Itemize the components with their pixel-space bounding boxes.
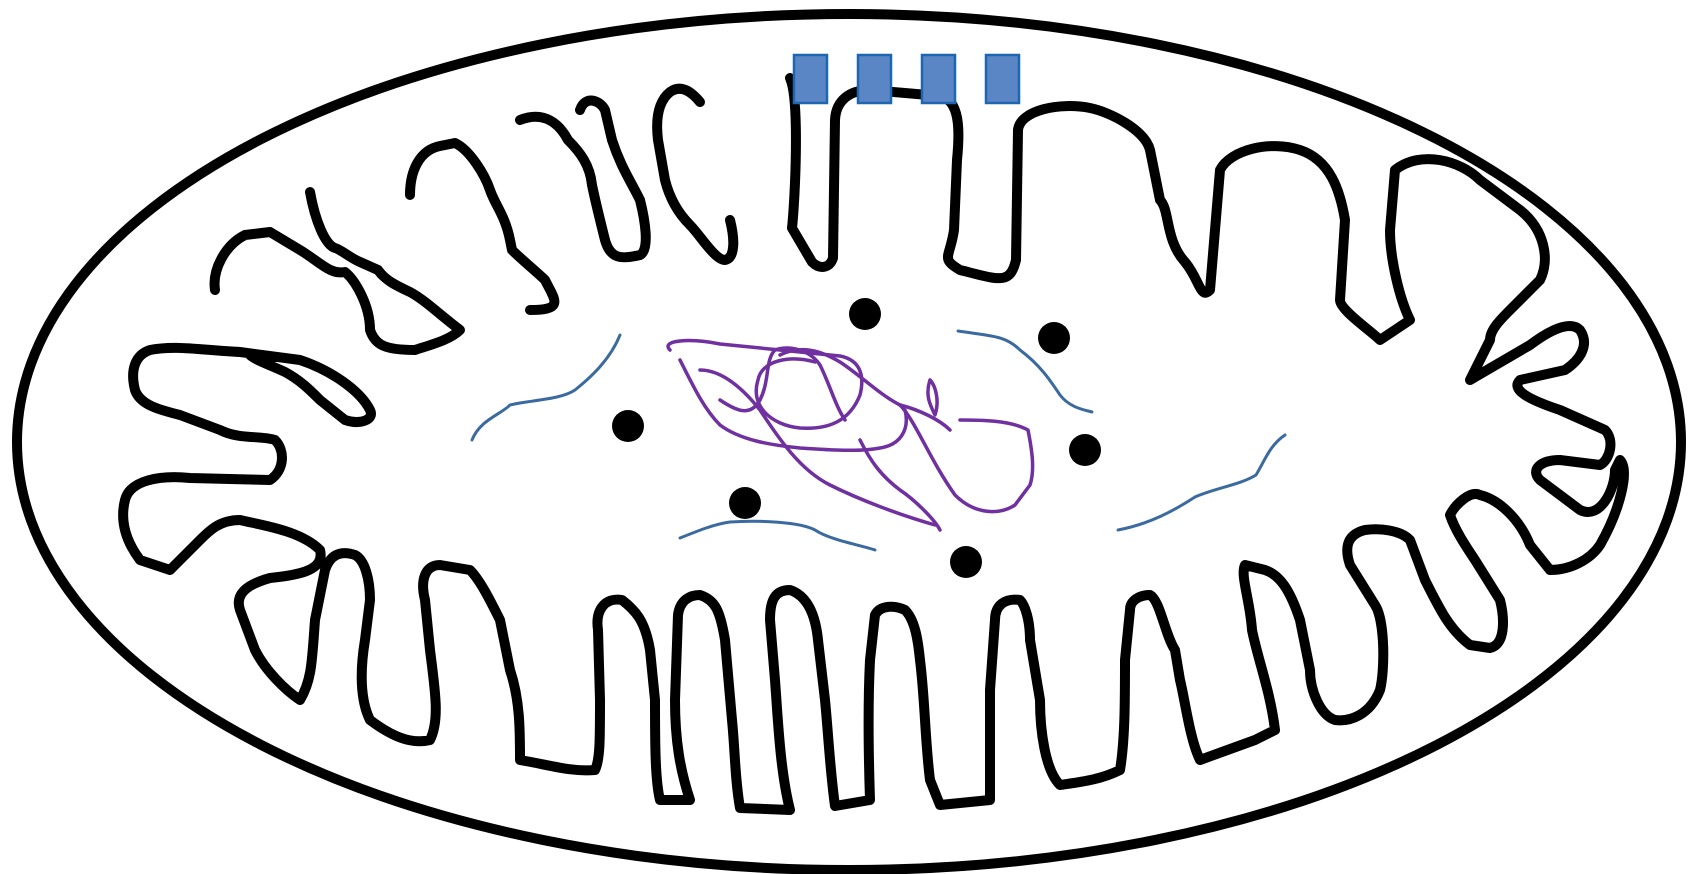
dot: [950, 546, 982, 578]
marker: [858, 55, 891, 103]
villus-upper-3: [520, 101, 646, 258]
dot: [849, 298, 881, 330]
villus-upper-4: [657, 89, 733, 260]
tangle-loop: [928, 380, 937, 415]
purple-tangle: [668, 341, 1033, 530]
tangle-loop: [780, 350, 950, 430]
villus-upper-1: [215, 192, 460, 350]
dot: [612, 410, 644, 442]
dot: [729, 487, 761, 519]
inner-folded-membrane: [123, 78, 1624, 810]
marker: [986, 55, 1019, 103]
strand: [1118, 435, 1285, 530]
marker: [794, 55, 827, 103]
strand: [472, 335, 620, 440]
villus-upper-2: [410, 143, 554, 310]
dot: [1069, 434, 1101, 466]
strand: [958, 331, 1092, 412]
strand: [680, 521, 875, 550]
blue-strands: [472, 331, 1285, 550]
marker: [922, 55, 955, 103]
dot: [1038, 322, 1070, 354]
tangle-loop: [900, 405, 1033, 512]
